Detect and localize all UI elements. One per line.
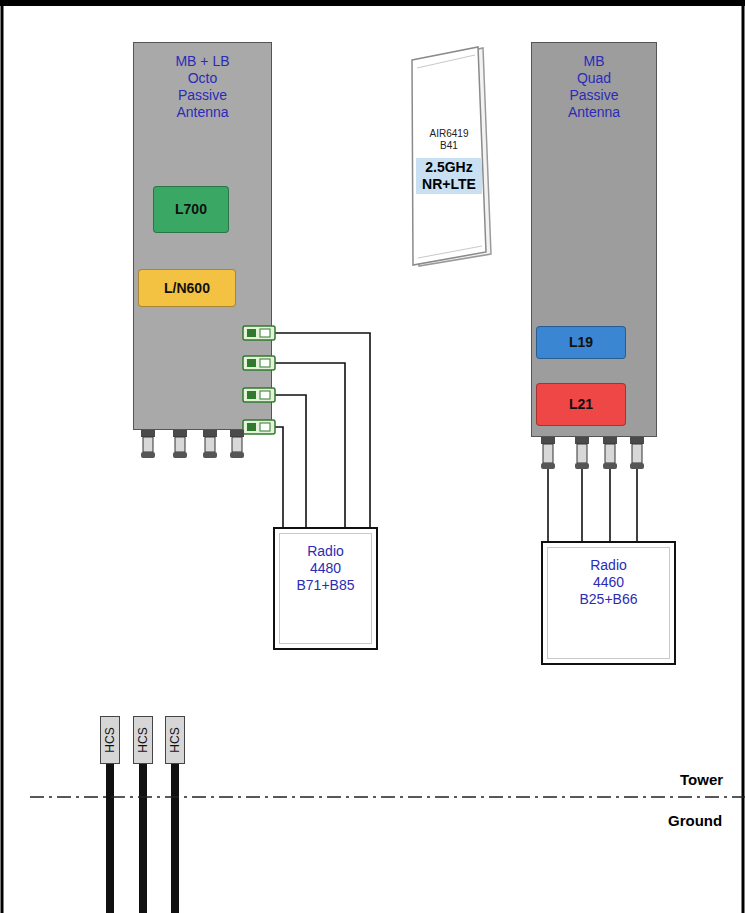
node-text: HCS — [136, 727, 150, 752]
passive-antenna: MB + LB Octo Passive AntennaL700L/N600 — [133, 42, 272, 430]
frame-top — [0, 0, 745, 6]
band-label: L700 — [175, 201, 207, 218]
text-wrap: L700 — [175, 201, 207, 218]
text-wrap: HCS — [130, 733, 155, 747]
panel-edge — [417, 55, 482, 258]
band-label: L21 — [569, 396, 593, 413]
bottom-port — [230, 430, 244, 458]
node-text: Radio 4460 B25+B66 — [578, 557, 640, 608]
bottom-port — [141, 430, 155, 458]
hcs-box: HCS — [165, 716, 185, 764]
node-text: MB + LB Octo Passive Antenna — [167, 53, 239, 121]
text-wrap: AIR6419 B41 2.5GHz NR+LTE — [416, 128, 482, 194]
node-text: AIR6419 B41 — [424, 128, 474, 152]
antenna-panel — [405, 46, 493, 268]
zone-label: Ground — [668, 812, 722, 829]
side-port — [243, 326, 275, 340]
bottom-port — [173, 430, 187, 458]
node-text: HCS — [103, 727, 117, 752]
zone-label: Tower — [680, 771, 723, 788]
radio-unit: Radio 4460 B25+B66 — [541, 541, 676, 665]
text-wrap: Radio 4480 B71+B85 — [295, 543, 357, 594]
node-text: MB Quad Passive Antenna — [566, 53, 622, 121]
band-box: L21 — [536, 383, 626, 426]
band-box: L/N600 — [138, 269, 236, 307]
side-port — [243, 420, 275, 434]
side-port — [243, 388, 275, 402]
bottom-port — [630, 437, 644, 469]
bottom-port — [575, 437, 589, 469]
node-text: 2.5GHz NR+LTE — [416, 158, 482, 194]
hcs-box: HCS — [100, 716, 120, 764]
bottom-port — [603, 437, 617, 469]
passive-antenna: MB Quad Passive AntennaL19L21 — [531, 42, 657, 437]
hybrid-cable — [171, 764, 179, 913]
feeder-jumper — [272, 333, 370, 527]
feeder-jumper — [272, 363, 345, 527]
text-wrap: L21 — [569, 396, 593, 413]
hybrid-cable — [139, 764, 147, 913]
text-wrap: HCS — [162, 733, 187, 747]
panel-face — [412, 47, 486, 265]
bottom-port — [541, 437, 555, 469]
frame-right — [742, 0, 745, 913]
node-text: HCS — [168, 727, 182, 752]
text-wrap: MB Quad Passive Antenna — [566, 53, 622, 121]
text-wrap: HCS — [97, 733, 122, 747]
bottom-port — [203, 430, 217, 458]
feeder-jumper — [272, 427, 283, 527]
text-wrap: Radio 4460 B25+B66 — [578, 557, 640, 608]
feeder-jumper — [272, 395, 306, 527]
band-label: L/N600 — [164, 280, 210, 297]
text-wrap: L19 — [569, 334, 593, 351]
active-antenna: AIR6419 B41 2.5GHz NR+LTE — [405, 46, 493, 268]
text-wrap: MB + LB Octo Passive Antenna — [167, 53, 239, 121]
band-box: L700 — [153, 186, 229, 233]
node-text: Radio 4480 B71+B85 — [295, 543, 357, 594]
band-box: L19 — [536, 326, 626, 359]
side-port — [243, 356, 275, 370]
tower-ground-line — [30, 796, 745, 798]
band-label: L19 — [569, 334, 593, 351]
hybrid-cable — [106, 764, 114, 913]
text-wrap: L/N600 — [164, 280, 210, 297]
hcs-box: HCS — [133, 716, 153, 764]
radio-unit: Radio 4480 B71+B85 — [273, 527, 378, 650]
frame-left — [1, 0, 4, 913]
